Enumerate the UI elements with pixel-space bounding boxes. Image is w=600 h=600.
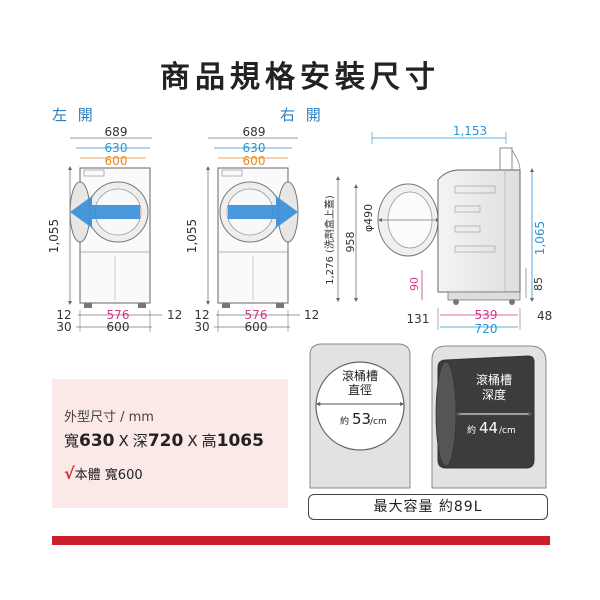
- right-dim-bottom-600: 600: [245, 320, 268, 334]
- right-dim-bottom-30: 30: [194, 320, 209, 334]
- drum-front-value: 53: [352, 410, 371, 428]
- side-dim-1276: 1,276 (洗劑盒上蓋): [323, 195, 336, 285]
- spec-summary-box: [52, 379, 288, 508]
- drum-side-unit: /cm: [499, 426, 516, 436]
- right-dim-bottom-12b: 12: [304, 308, 319, 322]
- side-view: 1,153 φ490 1,276 (洗劑盒上蓋) 958 90 1,065 85: [323, 124, 552, 336]
- side-dim-48: 48: [537, 309, 552, 323]
- right-open-label: 右 開: [280, 106, 324, 124]
- spec-note-text: 本體 寬600: [74, 468, 143, 483]
- spec-depth-value: 720: [147, 431, 184, 451]
- spec-unit-label: 外型尺寸 / mm: [64, 410, 154, 425]
- drum-side-label1: 滾桶槽: [476, 372, 512, 387]
- drum-depth-illustration: 滾桶槽 深度 約 44 /cm: [431, 345, 547, 489]
- side-dim-539: 539: [475, 308, 498, 322]
- page-title: 商品規格安裝尺寸: [160, 60, 440, 95]
- spec-width-label: 寬: [64, 432, 80, 450]
- left-dim-bottom-600: 600: [107, 320, 130, 334]
- left-dim-bottom-12a: 12: [56, 308, 71, 322]
- left-dim-bottom-576: 576: [107, 308, 130, 322]
- bottom-red-bar: [52, 536, 550, 545]
- drum-side-prefix: 約: [467, 424, 476, 436]
- right-dim-1055: 1,055: [185, 219, 199, 253]
- left-dim-bottom-12b: 12: [167, 308, 182, 322]
- drum-front-label2: 直徑: [348, 383, 372, 397]
- left-open-label: 左 開: [52, 106, 96, 124]
- left-dim-600: 600: [105, 154, 128, 168]
- right-open-front-view: 689 630 600 1,055 12 576 12 30 600: [185, 125, 319, 334]
- side-dim-90: 90: [408, 277, 421, 291]
- left-dim-1055: 1,055: [47, 219, 61, 253]
- spec-body-note: √本體 寬600: [64, 464, 143, 483]
- spec-height-label: 高: [201, 432, 217, 450]
- right-dim-600: 600: [243, 154, 266, 168]
- spec-height-value: 1065: [216, 431, 264, 451]
- drum-side-label2: 深度: [482, 387, 506, 402]
- spec-depth-label: 深: [132, 432, 148, 450]
- drum-front-unit: /cm: [370, 417, 387, 427]
- drum-diameter-illustration: 滾桶槽 直徑 約 53 /cm: [309, 343, 411, 489]
- drum-front-prefix: 約: [340, 415, 349, 427]
- spec-separator: X: [118, 432, 129, 450]
- right-dim-630: 630: [243, 141, 266, 155]
- right-dim-bottom-12a: 12: [194, 308, 209, 322]
- side-dim-131: 131: [407, 312, 430, 326]
- left-dim-630: 630: [105, 141, 128, 155]
- side-dim-1065: 1,065: [533, 221, 547, 255]
- spec-separator: X: [187, 432, 198, 450]
- side-dim-958: 958: [344, 232, 357, 253]
- side-dim-720: 720: [475, 322, 498, 336]
- left-dim-689: 689: [105, 125, 128, 139]
- side-dim-door: φ490: [362, 204, 375, 232]
- left-dim-bottom-30: 30: [56, 320, 71, 334]
- check-icon: √: [64, 464, 75, 483]
- side-dim-85: 85: [532, 277, 545, 291]
- drum-side-value: 44: [479, 419, 498, 437]
- capacity-label: 最大容量 約89L: [308, 494, 548, 520]
- right-dim-689: 689: [243, 125, 266, 139]
- right-dim-bottom-576: 576: [245, 308, 268, 322]
- spec-width-value: 630: [79, 431, 115, 451]
- drum-front-label1: 滾桶槽: [342, 368, 378, 383]
- side-dim-1153: 1,153: [453, 124, 487, 138]
- left-open-front-view: 689 630 600 1,055 12 576 12 30 600: [47, 125, 182, 334]
